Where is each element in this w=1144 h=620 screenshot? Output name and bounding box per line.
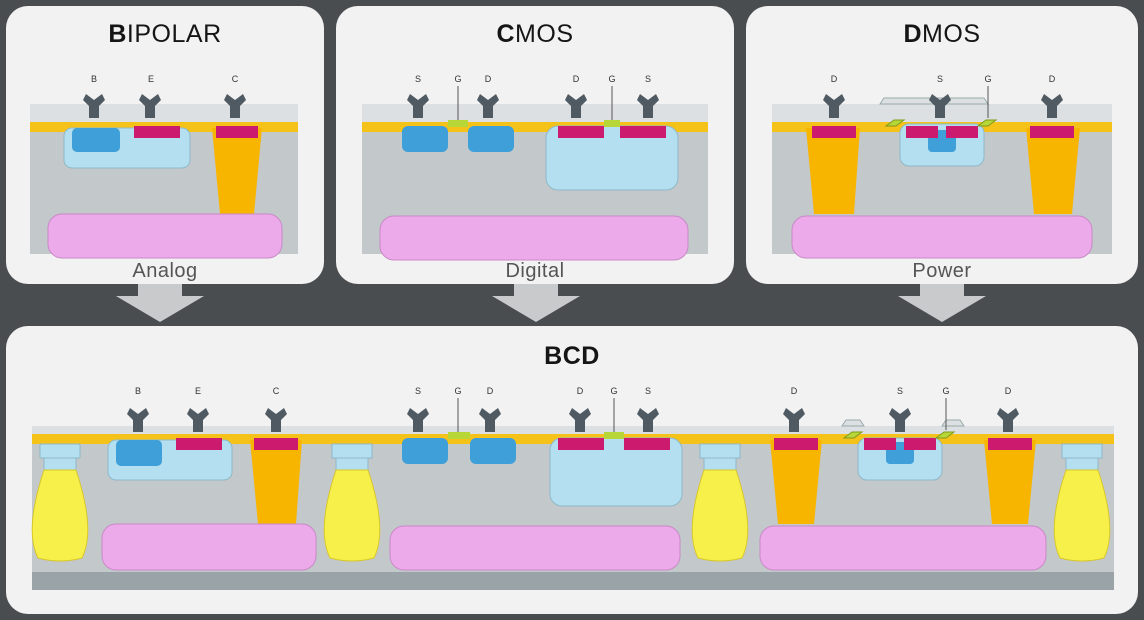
cmos-terminal-g1: G <box>454 74 461 84</box>
dmos-terminal-d2: D <box>1049 74 1056 84</box>
bcd-terminal-e: E <box>195 386 201 396</box>
dmos-terminal-d1: D <box>831 74 838 84</box>
bcd-terminal-g3: G <box>942 386 949 396</box>
cmos-terminal-g2: G <box>608 74 615 84</box>
bipolar-terminal-b: B <box>91 74 97 84</box>
bcd-terminal-g1: G <box>454 386 461 396</box>
bcd-terminal-s2: S <box>645 386 651 396</box>
arrow-down-icon <box>898 284 986 322</box>
cmos-terminal-s1: S <box>415 74 421 84</box>
cmos-terminal-s2: S <box>645 74 651 84</box>
cmos-title: CMOS <box>496 20 574 48</box>
bcd-terminal-g2: G <box>610 386 617 396</box>
dmos-title: DMOS <box>903 20 981 48</box>
bcd-terminal-s3: S <box>897 386 903 396</box>
bipolar-terminal-e: E <box>148 74 154 84</box>
dmos-caption: Power <box>912 260 972 282</box>
bcd-cross-section: B E C S G D D G S D S G D <box>31 386 1114 590</box>
bipolar-terminal-c: C <box>232 74 239 84</box>
dmos-panel: DMOS D S G D Power <box>746 6 1138 284</box>
bipolar-caption: Analog <box>132 260 198 282</box>
bcd-title: BCD <box>544 342 600 370</box>
arrow-down-icon <box>492 284 580 322</box>
bipolar-cross-section: B E C <box>30 74 298 259</box>
arrow-down-icon <box>116 284 204 322</box>
dmos-terminal-g: G <box>984 74 991 84</box>
bcd-panel: B C D <box>6 326 1138 614</box>
bcd-terminal-d3: D <box>791 386 798 396</box>
bcd-terminal-d1: D <box>487 386 494 396</box>
cmos-caption: Digital <box>505 260 565 282</box>
bcd-terminal-s1: S <box>415 386 421 396</box>
cmos-cross-section: S G D D G S <box>362 74 708 261</box>
cmos-terminal-d2: D <box>573 74 580 84</box>
cmos-panel: CMOS S G D D G S Digital <box>336 6 734 284</box>
cmos-terminal-d1: D <box>485 74 492 84</box>
bipolar-title: BIPOLAR <box>108 20 222 48</box>
dmos-cross-section: D S G D <box>772 74 1112 259</box>
bcd-terminal-b: B <box>135 386 141 396</box>
bcd-terminal-d2: D <box>577 386 584 396</box>
bcd-terminal-d4: D <box>1005 386 1012 396</box>
dmos-terminal-s: S <box>937 74 943 84</box>
bcd-terminal-c: C <box>273 386 280 396</box>
bipolar-panel: BIPOLAR B E C Analog <box>6 6 324 284</box>
